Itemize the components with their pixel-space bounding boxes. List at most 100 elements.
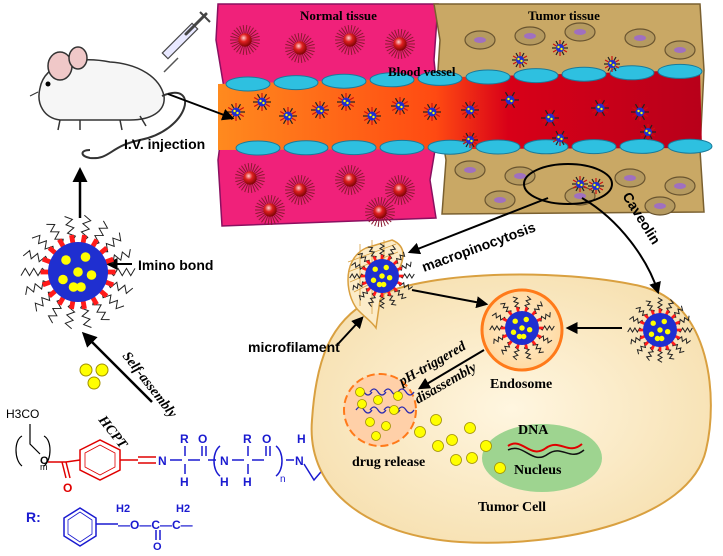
released-polymer-and-drug [355,387,415,441]
polymer-chain [357,252,370,264]
injection-arrow [167,93,235,121]
endothelial-cell [321,73,367,89]
tumor-tissue-cell [614,168,646,188]
polymer-fragment [369,388,387,396]
macropinocytosis-arrow [407,197,549,255]
drug-dot [654,335,661,342]
free-drug-dot [480,440,492,452]
free-drug-dot [432,440,444,452]
imino-linker [650,309,656,316]
imino-linker [535,317,542,323]
polymer-chain [627,326,643,334]
iv-injection-label: I.V. injection [124,136,205,152]
drug-dot [379,273,385,279]
imino-linker [507,339,513,346]
polymer-chain [533,301,544,315]
drug-dot [86,270,97,280]
endothelial-cell [331,140,377,156]
imino-linker [650,344,656,351]
r-atom-2: R [243,432,252,446]
drug-dot [61,255,71,265]
imino-linker [386,290,392,297]
drug-release-label: drug release [352,455,425,470]
imino-linker [361,266,368,272]
macropinocytosis-label: macropinocytosis [420,219,538,275]
uptake-region-highlight [523,163,613,205]
endothelial-cell [283,140,329,156]
micelle-particle [631,103,649,121]
endothelial-cell [523,139,569,155]
drug-dot [68,282,79,292]
tissue-cell [285,175,315,205]
drug-dot [73,267,83,277]
accumulated-micelles [462,40,656,194]
polymer-fragment [369,406,387,414]
micelle-particle [604,56,620,72]
micelle-particle [363,107,381,125]
normal-tissue-cells [230,25,415,227]
drug-dot [664,328,671,335]
caveolin-arrow [581,197,661,295]
drug-dot [520,333,527,340]
tumor-tissue-cell [644,196,676,216]
imino-linker [507,310,513,317]
self-assembly-arrow [81,331,153,403]
normal-tissue-label: Normal tissue [300,8,377,23]
free-drug-dot [414,426,426,438]
drug-dot [376,281,383,288]
polymer-chain [20,267,47,277]
r-group-label: R: [26,509,41,525]
micelle-particle [588,178,604,194]
tissue-cell [365,197,395,227]
drug-dot [510,329,517,335]
endothelial-cell [513,68,559,84]
drug-dot [389,405,399,415]
polymer-chain [636,342,648,355]
oxygen-atom-carbonyl: O [63,481,72,495]
drug-dot [365,417,375,427]
imino-linker [69,234,76,245]
drug-dot [383,264,389,271]
oxygen-atom-amide-2: O [262,432,271,446]
polymer-chain [398,281,413,291]
polymer-chain [523,345,532,360]
polymer-chain [79,302,92,328]
imino-linker [396,280,403,286]
micelle-particle [311,101,329,119]
polymer-chain [500,302,512,315]
drug-dot [526,326,533,333]
polymer-chain [399,272,415,280]
polymer-chain [107,249,131,264]
micelle-particle [541,109,559,127]
drug-dot [523,316,529,323]
micelle-particle [552,130,568,146]
h-atom-4: H [297,432,306,446]
polymer-chain [489,324,505,332]
polymer-chain [47,298,63,324]
nucleus-label: Nucleus [514,463,562,478]
endosome-label: Endosome [490,377,552,392]
polymer-fragment [397,406,415,414]
polymer-chain [394,288,407,300]
microfilament-label: microfilament [248,339,340,355]
microfilament-pointer [337,316,364,345]
drug-dot [58,274,68,285]
tumor-tissue-cell [664,40,696,60]
amide-nitrogen-1: N [220,454,229,468]
dna-strand-black [507,447,585,459]
pocket-to-endosome-arrow [411,289,489,309]
drug-dot [648,331,655,337]
tissue-cell [385,175,415,205]
micelle-particle [462,132,478,148]
endothelial-cell [609,65,655,81]
h-atom-1: H [180,475,189,489]
imino-linker [98,246,109,256]
polymer-chain [34,291,54,312]
imino-linker [47,288,58,298]
dna-label: DNA [518,423,549,438]
internalized-micelle-right [627,297,693,363]
r-group-formula: —O—C—C— [118,518,193,532]
polymer-chain [351,261,366,271]
imino-linker [41,256,53,265]
polymer-chain [25,280,49,295]
